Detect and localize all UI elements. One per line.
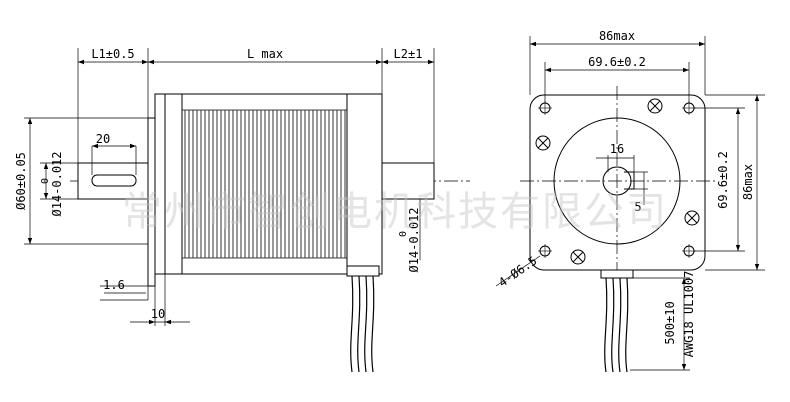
stator-fins bbox=[182, 109, 347, 259]
side-wires bbox=[350, 275, 375, 373]
side-extension-lines bbox=[24, 48, 435, 326]
dimension-arrowhead bbox=[735, 108, 741, 114]
dim-key-width: 16 bbox=[610, 142, 624, 156]
dim-boss-height: 1.6 bbox=[103, 278, 125, 292]
front-dimension-lines bbox=[495, 43, 758, 370]
rear-shaft bbox=[381, 162, 435, 200]
dim-width-max: 86max bbox=[599, 29, 635, 43]
dim-l1: L1±0.5 bbox=[91, 47, 134, 61]
front-wire-exit bbox=[600, 269, 634, 279]
dimension-arrowhead bbox=[43, 163, 49, 169]
shaft-key bbox=[624, 171, 635, 190]
dimension-arrowhead bbox=[142, 59, 148, 65]
front-view bbox=[495, 36, 765, 373]
body-fins-area bbox=[181, 93, 348, 275]
screw-bottom bbox=[570, 249, 586, 265]
mount-hole-bl bbox=[538, 244, 552, 258]
dimension-arrowhead bbox=[165, 319, 171, 325]
dimension-arrowhead bbox=[681, 278, 687, 284]
dimension-arrowhead bbox=[27, 118, 33, 124]
side-view bbox=[24, 48, 470, 373]
dimension-arrowhead bbox=[148, 59, 154, 65]
dim-flange-diameter: Ø60±0.05 bbox=[14, 152, 28, 210]
dim-flange-thickness: 10 bbox=[151, 307, 165, 321]
dim-key-depth: 5 bbox=[634, 200, 641, 214]
shaft-flat bbox=[91, 174, 137, 187]
front-flange bbox=[154, 93, 166, 275]
dimension-arrowhead bbox=[149, 319, 155, 325]
dim-l2: L2±1 bbox=[394, 47, 423, 61]
dimension-arrowhead bbox=[376, 59, 382, 65]
dimension-arrowhead bbox=[43, 193, 49, 199]
dim-rear-shaft-tol: 0 bbox=[398, 231, 409, 237]
dimension-arrowhead bbox=[681, 364, 687, 370]
dimension-arrowhead bbox=[699, 41, 705, 47]
wire-spec: AWG18 UL1007 bbox=[682, 271, 696, 358]
front-wires bbox=[604, 277, 629, 373]
dim-lead-length: 500±10 bbox=[663, 301, 677, 344]
dim-flat-length: 20 bbox=[96, 132, 110, 146]
dim-hole-pitch-horizontal: 69.6±0.2 bbox=[588, 55, 646, 69]
dim-front-shaft-tol: 0 bbox=[40, 178, 51, 184]
dimension-arrowhead bbox=[754, 95, 760, 101]
dim-rear-shaft-diameter: Ø14-0.012 bbox=[407, 207, 421, 272]
side-dimension-lines bbox=[29, 61, 434, 323]
dim-l-max: L max bbox=[247, 47, 283, 61]
dim-hole-pitch-vertical: 69.6±0.2 bbox=[716, 151, 730, 209]
front-extension-lines bbox=[529, 36, 765, 371]
wire-exit bbox=[346, 265, 380, 277]
dimension-arrowhead bbox=[683, 67, 689, 73]
dimension-arrowhead bbox=[130, 143, 136, 149]
dimension-arrowhead bbox=[27, 238, 33, 244]
dimension-arrowhead bbox=[530, 41, 536, 47]
dimension-arrowhead bbox=[735, 245, 741, 251]
company-watermark: 常州市智创电机科技有限公司 bbox=[122, 189, 668, 235]
dimension-arrowhead bbox=[78, 59, 84, 65]
dimension-arrowhead bbox=[754, 264, 760, 270]
dim-height-max: 86max bbox=[741, 164, 755, 200]
dimension-arrowhead bbox=[545, 67, 551, 73]
screw-left bbox=[535, 135, 551, 151]
dim-front-shaft-diameter: Ø14-0.012 bbox=[50, 151, 64, 216]
dimension-arrowhead bbox=[92, 143, 98, 149]
screw-right bbox=[684, 210, 700, 226]
dim-mount-holes: 4-Ø6.5 bbox=[496, 254, 540, 290]
screw-top bbox=[647, 98, 663, 114]
dimension-arrowhead bbox=[428, 59, 434, 65]
dimension-arrowhead bbox=[382, 59, 388, 65]
